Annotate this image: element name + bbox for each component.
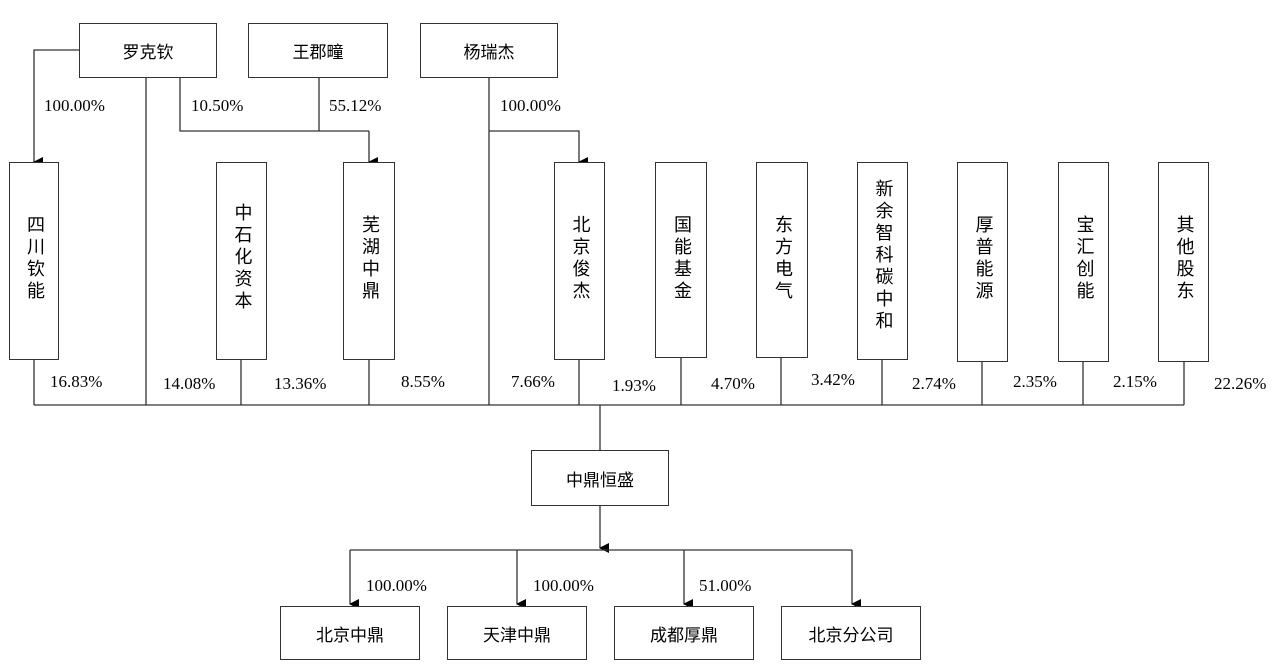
line-luo-to-wuhu [179,78,369,132]
subsidiary-name: 天津中鼎 [483,625,551,646]
line-luo-to-sichuan [33,49,79,167]
shareholder-box-guoneng-fund: 国能基金 [655,162,707,358]
stake-label-baohui: 2.15% [1113,372,1157,391]
shareholder-name: 国能基金 [671,215,692,303]
stake-label-yang-junjie: 100.00% [500,96,561,115]
subsidiary-box-tianjin-zhongding: 天津中鼎 [447,606,587,660]
shareholder-name: 北京俊杰 [569,215,591,303]
shareholder-name: 东方电气 [772,215,793,303]
stake-label-guoneng: 4.70% [711,374,755,393]
stake-label-sichuan: 16.83% [50,372,103,391]
subsidiary-box-beijing-branch: 北京分公司 [781,606,921,660]
stake-label-chengdu-houding: 51.00% [699,576,752,595]
stake-label-other: 22.26% [1214,374,1267,393]
shareholder-box-dongfang-electric: 东方电气 [756,162,808,358]
shareholder-box-sichuan-qinneng: 四川钦能 [9,162,59,360]
shareholder-box-sinopec-capital: 中石化资本 [216,162,267,360]
company-box-zhongding-hengsheng: 中鼎恒盛 [531,450,669,506]
shareholder-box-luo-keqin: 罗克钦 [79,23,217,78]
shareholder-name: 厚普能源 [972,215,994,303]
stake-label-wang-wuhu: 55.12% [329,96,382,115]
subsidiary-name: 北京中鼎 [316,625,384,646]
shareholder-box-wuhu-zhongding: 芜湖中鼎 [343,162,395,360]
shareholder-box-houpu-energy: 厚普能源 [957,162,1008,362]
shareholder-name: 其他股东 [1173,215,1195,303]
stake-label-tianjin-zhongding: 100.00% [533,576,594,595]
subsidiary-box-beijing-zhongding: 北京中鼎 [280,606,420,660]
stake-label-wuhu: 8.55% [401,372,445,391]
stake-label-beijing-zhongding: 100.00% [366,576,427,595]
shareholder-name: 王郡疃 [292,43,344,63]
stake-label-luo-sichuan: 100.00% [44,96,105,115]
shareholder-name: 宝汇创能 [1073,215,1095,303]
stake-label-houpu: 2.35% [1013,372,1057,391]
shareholder-name: 中石化资本 [231,203,253,313]
stake-label-xinyu: 2.74% [912,374,956,393]
subsidiary-box-chengdu-houding: 成都厚鼎 [614,606,754,660]
shareholder-box-wang-juntong: 王郡疃 [248,23,388,78]
stake-label-yang-direct: 7.66% [511,372,555,391]
shareholder-name: 新余智科碳中和 [872,179,894,333]
shareholder-box-other: 其他股东 [1158,162,1209,362]
line-yang-to-junjie [489,130,588,167]
shareholder-name: 罗克钦 [122,43,174,63]
stake-label-luo-wuhu: 10.50% [191,96,244,115]
shareholder-box-baohui-chuangneng: 宝汇创能 [1058,162,1109,362]
shareholder-name: 芜湖中鼎 [359,215,380,303]
shareholder-box-yang-ruijie: 杨瑞杰 [420,23,558,78]
shareholder-box-xinyu-carbon: 新余智科碳中和 [857,162,908,360]
shareholder-name: 四川钦能 [24,215,45,303]
stake-label-junjie: 1.93% [612,376,656,395]
subsidiary-name: 成都厚鼎 [650,625,718,646]
company-name: 中鼎恒盛 [566,470,634,491]
stake-label-sinopec: 13.36% [274,374,327,393]
shareholder-name: 杨瑞杰 [463,43,515,63]
shareholder-box-beijing-junjie: 北京俊杰 [554,162,605,360]
stake-label-luo-direct: 14.08% [163,374,216,393]
stake-label-dongfang: 3.42% [811,370,855,389]
subsidiary-name: 北京分公司 [808,625,894,646]
